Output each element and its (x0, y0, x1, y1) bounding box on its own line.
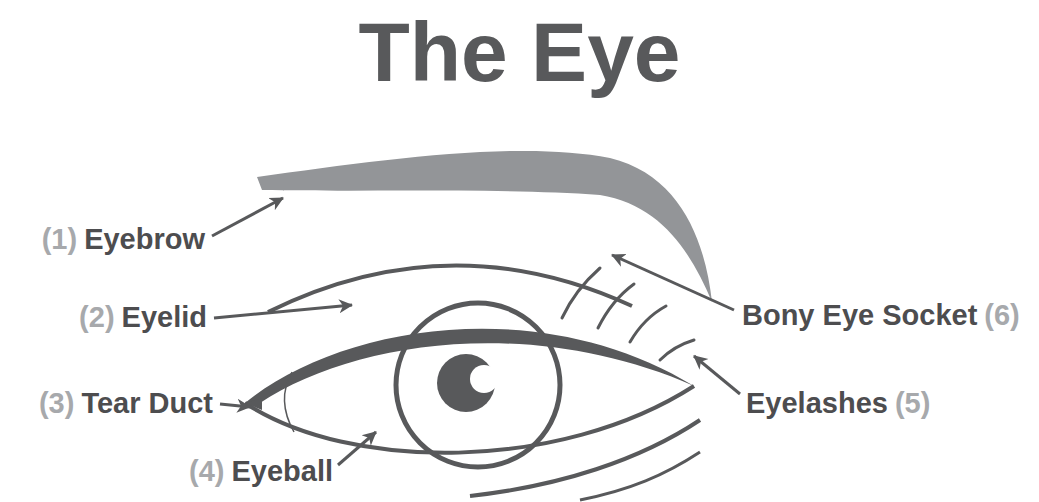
callout-number: (2) (79, 301, 114, 334)
eyelid-crease (268, 265, 632, 312)
label-group: Eyelashes(5) (746, 387, 930, 420)
diagram-title: The Eye (358, 5, 680, 99)
upper-lid (245, 329, 694, 403)
part-label: Eyelashes (746, 387, 888, 420)
part-label: Eyelid (122, 301, 207, 334)
label-group: (2)Eyelid (79, 301, 207, 334)
part-label: Eyebrow (84, 223, 205, 256)
callout-number: (1) (42, 223, 77, 256)
label-group: (4)Eyeball (189, 455, 333, 488)
under-eye-line (470, 420, 700, 496)
title-box: The Eye (0, 6, 1039, 98)
eyebrow-shape (257, 151, 712, 302)
under-eye-line (580, 452, 700, 500)
iris (396, 303, 560, 467)
callout-number: (3) (39, 387, 74, 420)
part-label: Bony Eye Socket (742, 299, 977, 332)
label-group: Bony Eye Socket(6) (742, 299, 1020, 332)
tear-duct (284, 372, 294, 432)
callout-number: (6) (984, 299, 1019, 332)
pupil-highlight (470, 365, 498, 393)
callout-number: (4) (189, 455, 224, 488)
part-label: Tear Duct (81, 387, 213, 420)
lower-lid (245, 386, 694, 453)
label-group: (3)Tear Duct (39, 387, 213, 420)
label-group: (1)Eyebrow (42, 223, 205, 256)
part-label: Eyeball (231, 455, 333, 488)
leader-arrows (212, 198, 740, 465)
callout-number: (5) (895, 387, 930, 420)
